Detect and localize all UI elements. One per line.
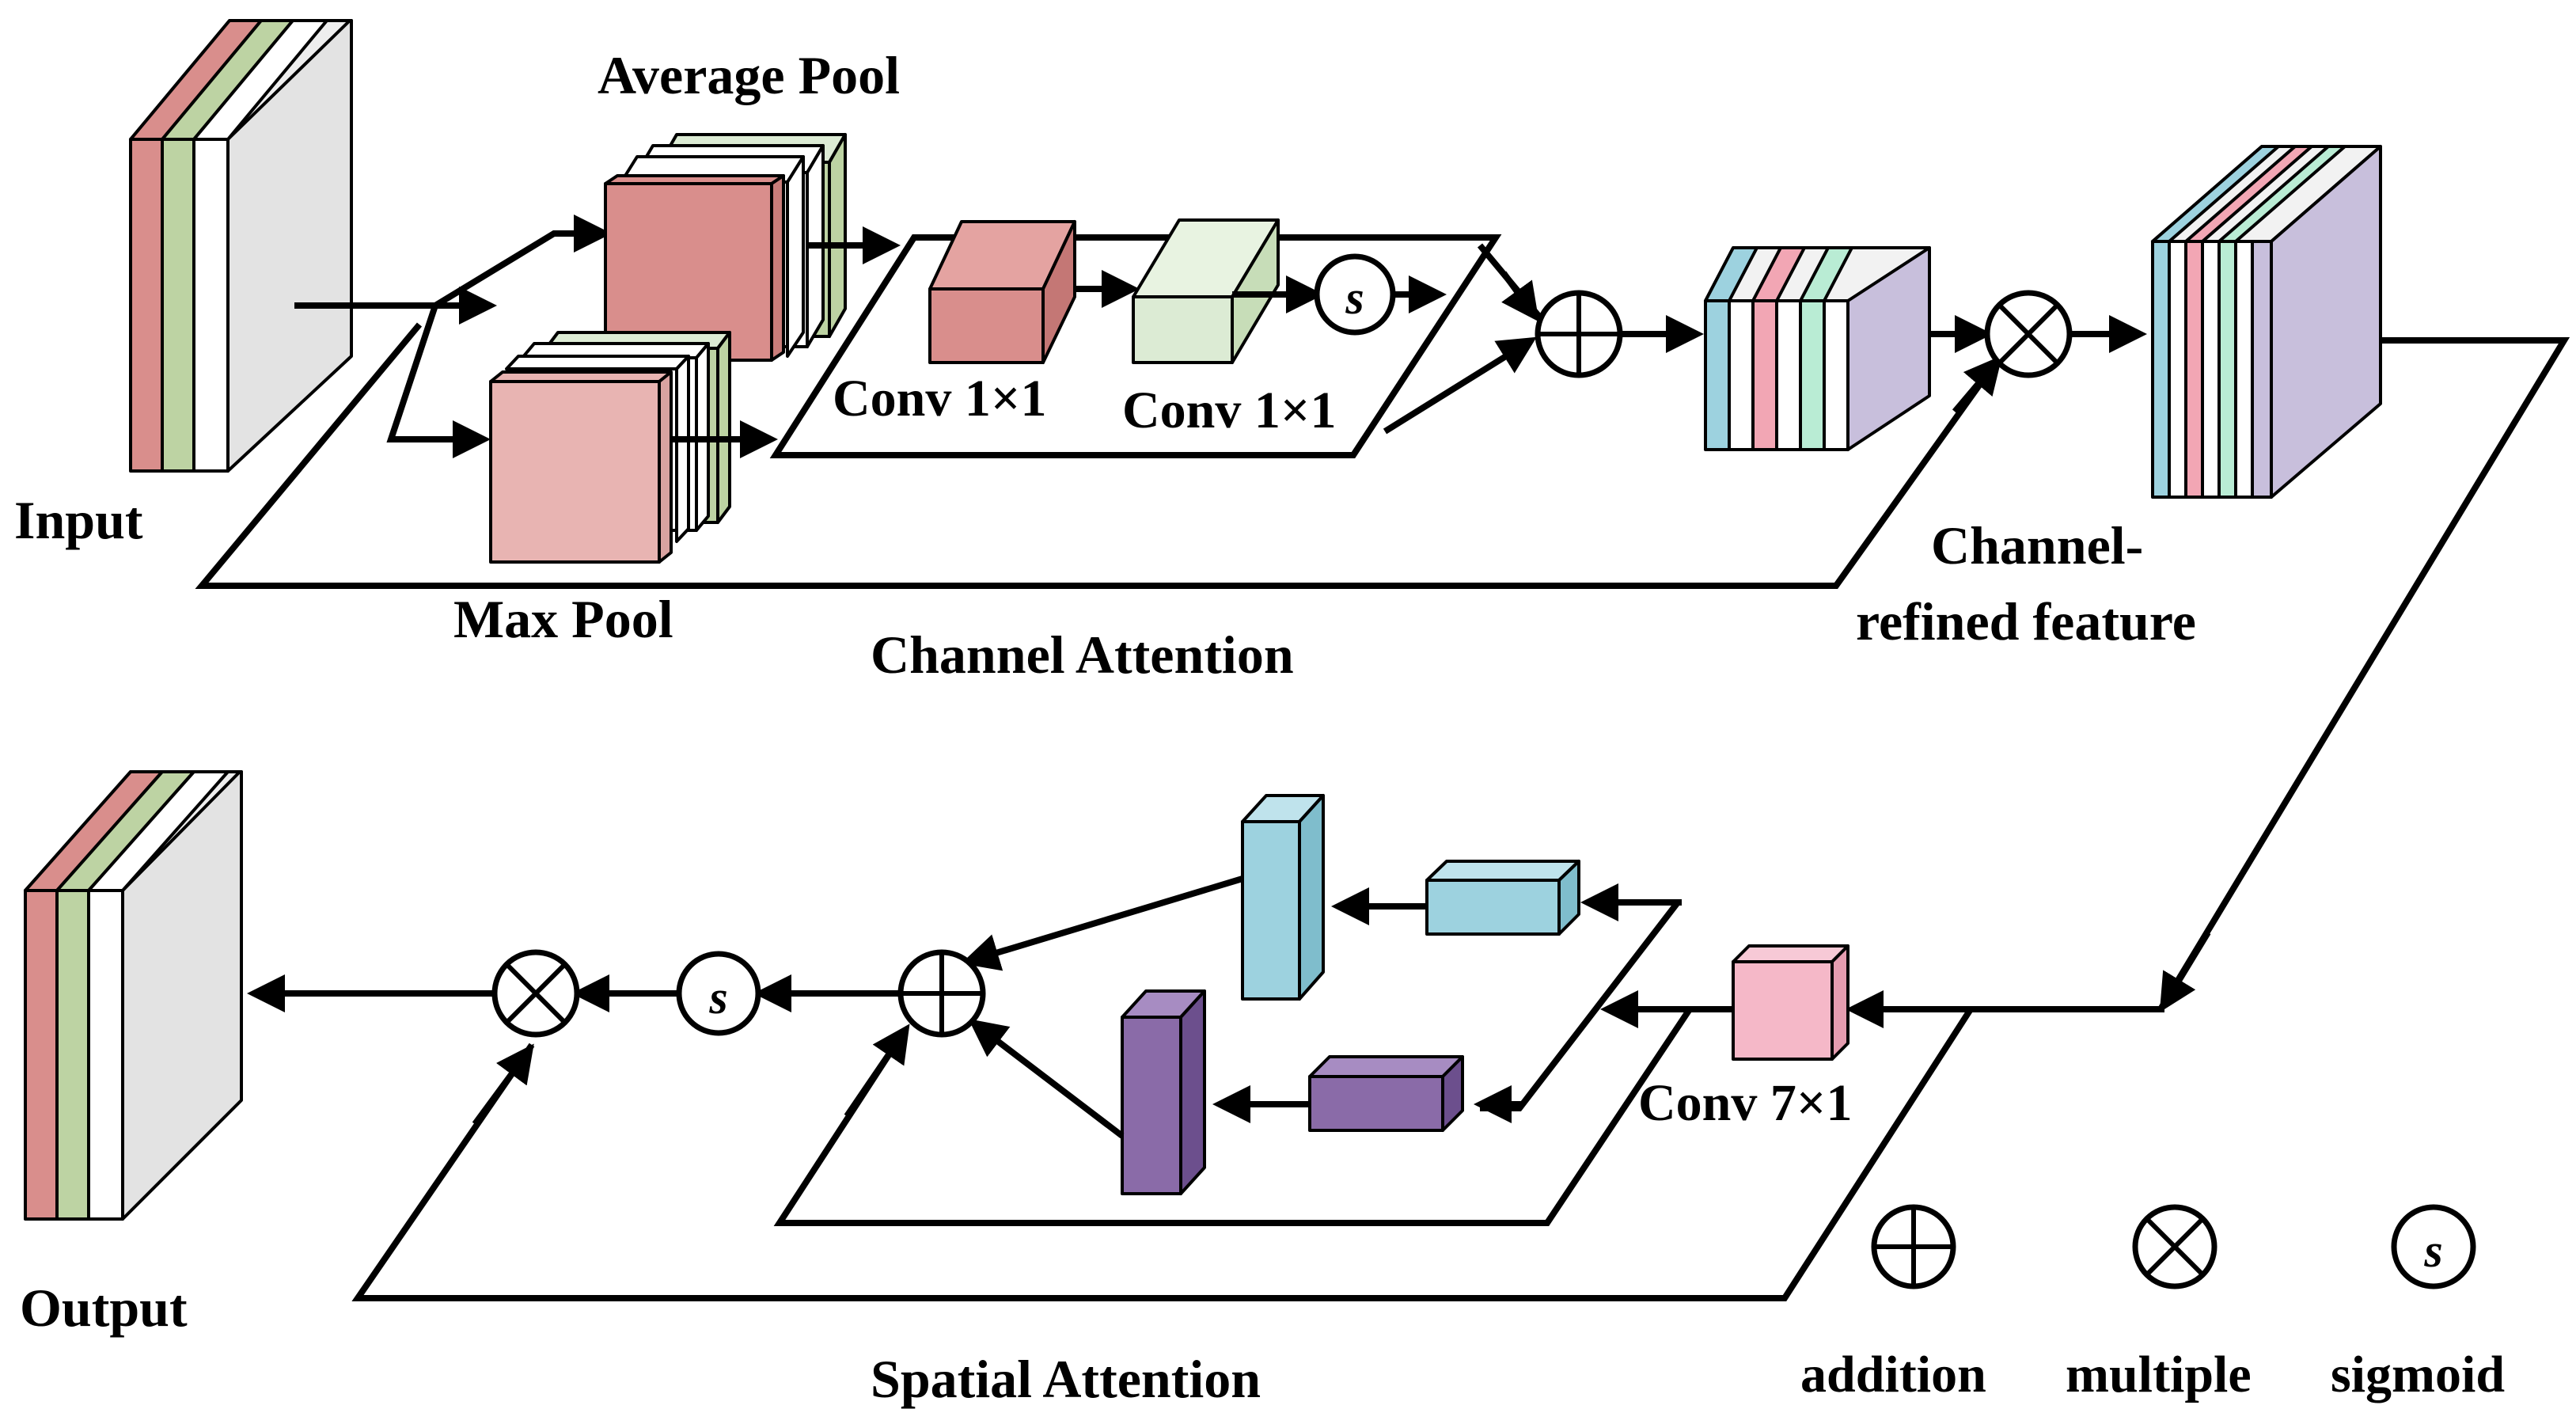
channel-refined-label-1: Channel- (1931, 515, 2143, 575)
spatial-inner-frame (773, 1007, 1693, 1226)
sigmoid-op-ca: s (1314, 253, 1396, 336)
max-pool-stack (489, 331, 731, 564)
input-label: Input (14, 490, 143, 550)
legend-addition-label: addition (1800, 1346, 1986, 1403)
svg-text:s: s (708, 971, 727, 1024)
conv7-label: Conv 7×1 (1638, 1074, 1852, 1132)
svg-text:s: s (2423, 1225, 2442, 1277)
purple-small-block (1308, 1055, 1464, 1132)
conv1-a-label: Conv 1×1 (833, 370, 1046, 427)
conv1-b-label: Conv 1×1 (1122, 382, 1336, 439)
channel-attention-map (1704, 246, 1931, 451)
purple-tall-block (1121, 989, 1206, 1195)
output-feature-map (24, 770, 243, 1221)
output-label: Output (20, 1278, 188, 1338)
legend: s addition multiple sigmoid (1800, 1204, 2505, 1403)
spatial-attention-caption: Spatial Attention (871, 1349, 1261, 1409)
conv7-block (1732, 944, 1849, 1061)
spatial-outer-frame (351, 1007, 1974, 1301)
multiply-op-sa (491, 949, 580, 1038)
input-feature-map (129, 19, 353, 473)
refined-to-spatial-line (2157, 337, 2570, 1012)
average-pool-stack (604, 133, 847, 362)
channel-refined-feature (2151, 145, 2382, 499)
addition-op-sa (897, 949, 986, 1038)
channel-attention-caption: Channel Attention (871, 625, 1294, 685)
legend-multiply-icon (2132, 1204, 2217, 1289)
max-pool-label: Max Pool (453, 589, 673, 649)
input-branch-lines (195, 215, 2003, 589)
addition-op-ca (1535, 290, 1623, 378)
conv1-block-a (928, 220, 1076, 364)
shared-mlp-frame (769, 234, 1502, 458)
multiply-op-ca (1984, 290, 2073, 378)
legend-sigmoid-label: sigmoid (2331, 1346, 2505, 1403)
legend-sigmoid-icon: s (2391, 1204, 2476, 1289)
conv1-block-b (1132, 218, 1280, 364)
legend-multiple-label: multiple (2066, 1346, 2252, 1403)
cyan-small-block (1425, 860, 1580, 936)
average-pool-label: Average Pool (598, 45, 900, 105)
svg-text:s: s (1345, 272, 1364, 324)
sigmoid-op-sa: s (676, 951, 761, 1036)
cyan-tall-block (1241, 794, 1325, 1001)
legend-addition-icon (1871, 1204, 1956, 1289)
channel-refined-label-2: refined feature (1856, 591, 2196, 651)
